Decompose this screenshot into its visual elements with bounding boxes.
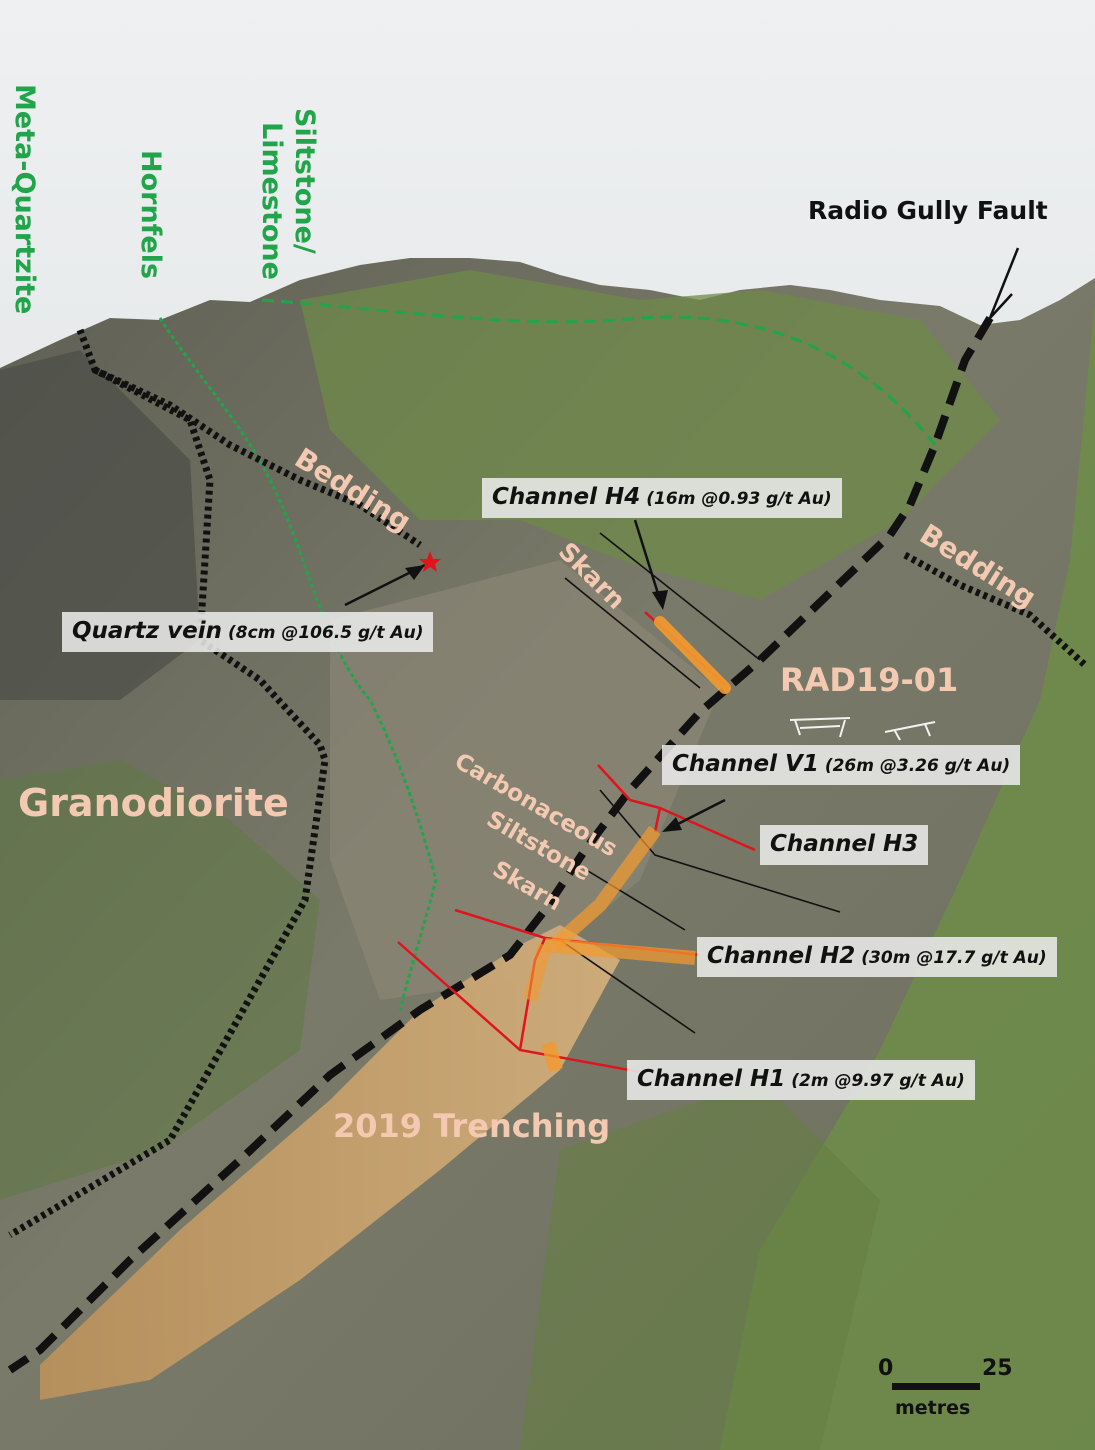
channel-v1-arrowhead — [662, 817, 682, 832]
skarn-contact-upper — [599, 532, 761, 661]
hornfels-contact-line — [158, 317, 438, 1011]
channel-h4-arrow — [633, 519, 662, 601]
scale-bar — [892, 1383, 980, 1390]
scale-start-label: 0 — [878, 1356, 894, 1381]
sample-h1 — [541, 1041, 563, 1072]
quartz-vein-detail: (8cm @106.5 g/t Au) — [228, 623, 424, 643]
scree-center — [330, 560, 720, 1000]
fault-pointer — [988, 247, 1020, 319]
radio-gully-fault-label: Radio Gully Fault — [808, 196, 1048, 225]
quartz-vein-arrowhead — [405, 565, 425, 580]
granodiorite-contact-line — [8, 328, 329, 1239]
sample-h2 — [544, 938, 696, 965]
vegetation-left — [0, 760, 320, 1200]
channel-h2-detail: (30m @17.7 g/t Au) — [861, 948, 1047, 968]
quartz-vein-name: Quartz vein — [72, 618, 223, 644]
siltstone-limestone-label-line2: Limestone — [256, 122, 287, 280]
hornfels-label: Hornfels — [135, 150, 166, 280]
channel-v1-arrow — [669, 798, 726, 830]
carbonaceous-contact — [599, 789, 841, 913]
drill-rig-icon — [789, 717, 936, 741]
sample-v1 — [550, 825, 661, 951]
meta-quartzite-label: Meta-Quartzite — [9, 84, 40, 315]
channel-h3-callout: Channel H3 — [760, 825, 929, 865]
radio-gully-fault-line — [7, 315, 994, 1374]
sample-star-icon — [419, 551, 441, 572]
sample-h2-lower — [523, 943, 552, 1002]
sample-h4 — [654, 616, 731, 694]
channel-h4-callout: Channel H4(16m @0.93 g/t Au) — [482, 478, 842, 518]
channel-h1-line — [397, 941, 641, 1074]
channel-h1-name: Channel H1 — [637, 1066, 786, 1092]
channel-h4-detail: (16m @0.93 g/t Au) — [646, 489, 832, 509]
channel-v1-callout: Channel V1(26m @3.26 g/t Au) — [662, 745, 1021, 785]
scale-end-label: 25 — [982, 1356, 1013, 1381]
channel-h2-callout: Channel H2(30m @17.7 g/t Au) — [697, 937, 1057, 977]
vegetation-lower — [520, 1080, 880, 1450]
scale-unit-label: metres — [895, 1397, 971, 1419]
channel-h4-name: Channel H4 — [492, 484, 641, 510]
trenching-label: 2019 Trenching — [333, 1107, 611, 1145]
channel-h1-callout: Channel H1(2m @9.97 g/t Au) — [627, 1060, 975, 1100]
granodiorite-label: Granodiorite — [18, 781, 289, 825]
channel-h3-line — [659, 806, 756, 852]
channel-h4-arrowhead — [652, 590, 668, 610]
channel-h2-name: Channel H2 — [707, 943, 856, 969]
trench-area — [40, 925, 620, 1400]
rad19-01-label: RAD19-01 — [780, 661, 959, 699]
channel-v1-line — [597, 764, 662, 833]
channel-h1-detail: (2m @9.97 g/t Au) — [791, 1071, 965, 1091]
siltstone-skarn-contact — [569, 859, 686, 931]
siltstone-contact-line — [261, 298, 937, 446]
channel-v1-detail: (26m @3.26 g/t Au) — [824, 756, 1011, 776]
channel-h3-name: Channel H3 — [770, 831, 919, 857]
siltstone-limestone-label-line1: Siltstone/ — [289, 108, 320, 254]
quartz-vein-callout: Quartz vein(8cm @106.5 g/t Au) — [62, 612, 434, 652]
skarn-lower-contact — [559, 939, 696, 1034]
bedding-left-line — [93, 366, 422, 548]
skarn-contact-lower — [564, 577, 701, 689]
channel-v1-name: Channel V1 — [672, 751, 819, 777]
